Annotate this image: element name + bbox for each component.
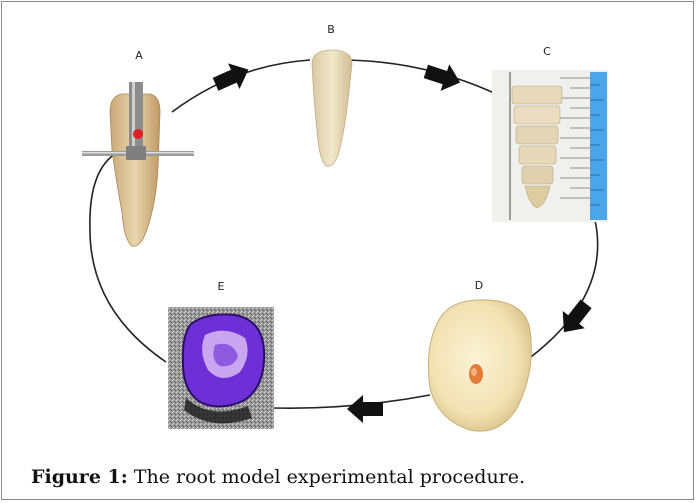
arrow-b-to-c-icon	[422, 58, 465, 96]
caption-label: Figure 1:	[31, 466, 128, 488]
panel-e-label: E	[218, 280, 225, 293]
figure-caption: Figure 1: The root model experimental pr…	[31, 466, 525, 488]
panel-a-image	[82, 82, 194, 246]
panel-d-image	[428, 300, 531, 431]
panel-d-label: D	[475, 279, 483, 292]
panel-b-image	[312, 50, 352, 166]
arrow-a-to-b-icon	[210, 57, 254, 97]
panel-c-label: C	[543, 45, 551, 58]
caption-text: The root model experimental procedure.	[128, 466, 525, 488]
procedure-diagram: A B	[0, 0, 697, 460]
panel-a-label: A	[135, 49, 143, 62]
arrow-c-to-d-icon	[553, 295, 597, 341]
panel-b-label: B	[327, 23, 335, 36]
panel-e-image	[168, 307, 274, 429]
arrow-d-to-e-icon	[347, 395, 383, 423]
panel-c-image	[492, 70, 608, 222]
